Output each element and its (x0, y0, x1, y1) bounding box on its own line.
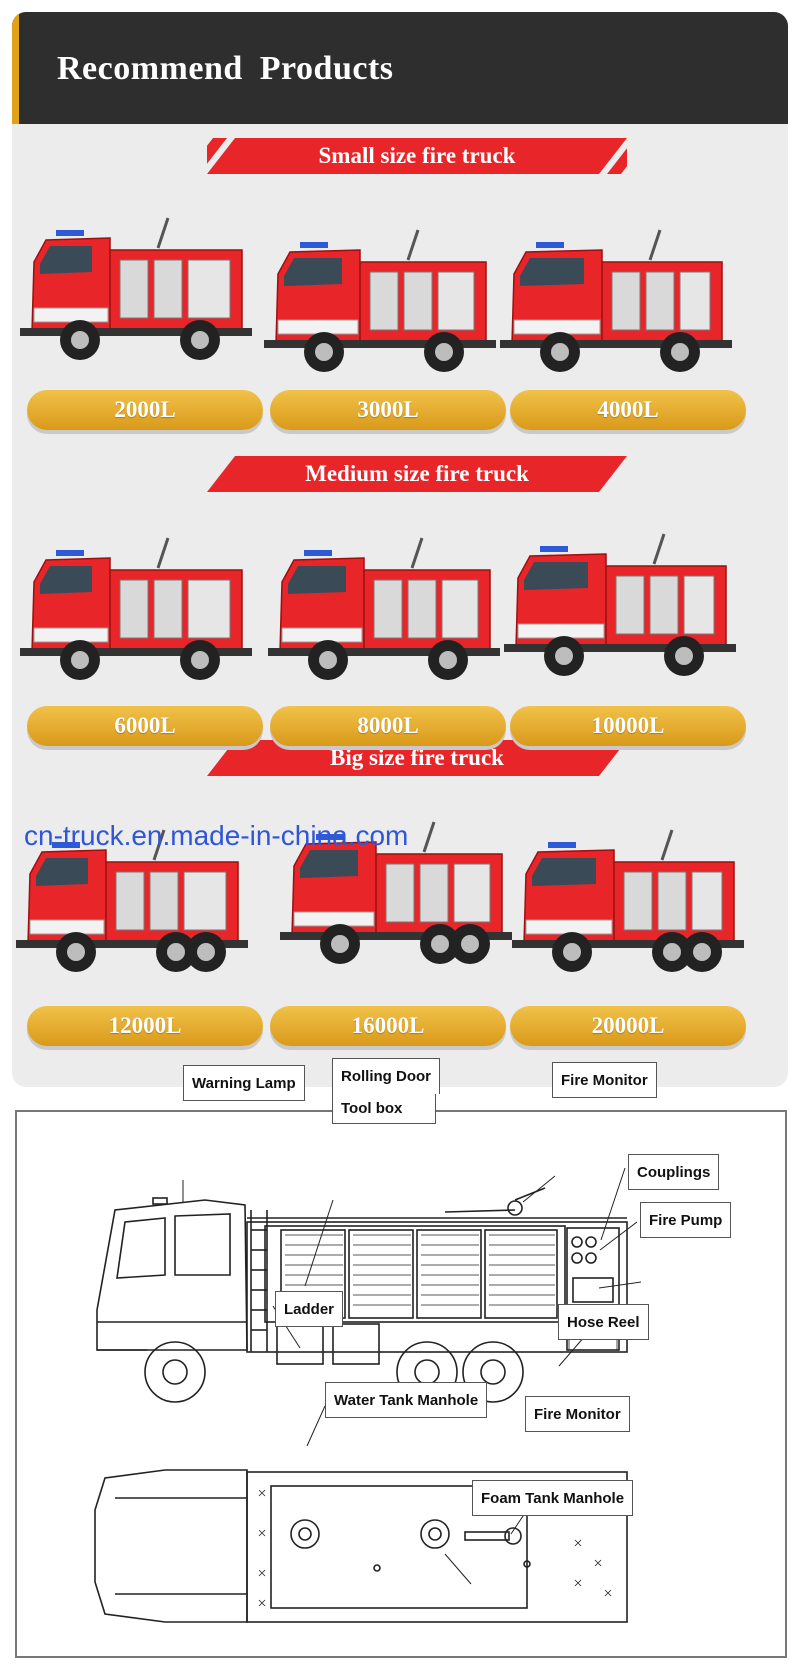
label-warning-lamp: Warning Lamp (183, 1065, 305, 1101)
section-title-medium: Medium size fire truck (305, 461, 529, 486)
label-fire-monitor: Fire Monitor (552, 1062, 657, 1098)
truck-image-8000l (268, 520, 504, 690)
capacity-badge: 3000L (270, 390, 506, 436)
truck-image-20000l (512, 812, 748, 982)
capacity-label: 3000L (357, 397, 419, 422)
label-water-tank-manhole: Water Tank Manhole (325, 1382, 488, 1418)
capacity-label: 12000L (108, 1013, 182, 1038)
page-title: Recommend Products (57, 50, 394, 87)
capacity-label: 10000L (591, 713, 665, 738)
section-banner-small: Small size fire truck (207, 138, 627, 174)
capacity-badge: 16000L (270, 1006, 506, 1052)
capacity-badge: 6000L (27, 706, 263, 752)
truck-image-3000l (264, 212, 500, 382)
label-couplings: Couplings (628, 1154, 720, 1190)
label-rolling-door: Rolling Door (332, 1058, 440, 1094)
diagram-drawing (94, 1167, 642, 1623)
watermark-url: cn-truck.en.made-in-china.com (24, 820, 409, 851)
section-banner-big: Big size fire truck (207, 740, 627, 776)
truck-image-4000l (500, 212, 736, 382)
capacity-label: 2000L (114, 397, 176, 422)
label-foam-tank-manhole: Foam Tank Manhole (472, 1480, 634, 1516)
capacity-label: 4000L (597, 397, 659, 422)
capacity-label: 8000L (357, 713, 419, 738)
capacity-badge: 20000L (510, 1006, 746, 1052)
capacity-badge: 12000L (27, 1006, 263, 1052)
truck-image-6000l (20, 520, 256, 690)
capacity-badge: 10000L (510, 706, 746, 752)
capacity-label: 6000L (114, 713, 176, 738)
label-tool-box: Tool box (332, 1094, 436, 1124)
truck-image-10000l (504, 516, 740, 686)
capacity-badge: 4000L (510, 390, 746, 436)
label-hose-reel: Hose Reel (558, 1304, 649, 1340)
capacity-badge: 8000L (270, 706, 506, 752)
capacity-label: 20000L (591, 1013, 665, 1038)
truck-image-12000l (16, 812, 252, 982)
truck-image-16000l (280, 804, 516, 974)
section-title-small: Small size fire truck (318, 143, 516, 168)
capacity-label: 16000L (351, 1013, 425, 1038)
truck-image-2000l (20, 200, 256, 370)
header-bar: Recommend Products (12, 12, 788, 124)
capacity-badge: 2000L (27, 390, 263, 436)
label-ladder: Ladder (275, 1291, 344, 1327)
recommend-products-panel: Recommend Products Small size fire truck… (12, 12, 788, 1087)
section-banner-medium: Medium size fire truck (207, 456, 627, 492)
section-title-big: Big size fire truck (330, 745, 504, 770)
label-fire-monitor-top: Fire Monitor (525, 1396, 630, 1432)
label-fire-pump: Fire Pump (640, 1202, 732, 1238)
